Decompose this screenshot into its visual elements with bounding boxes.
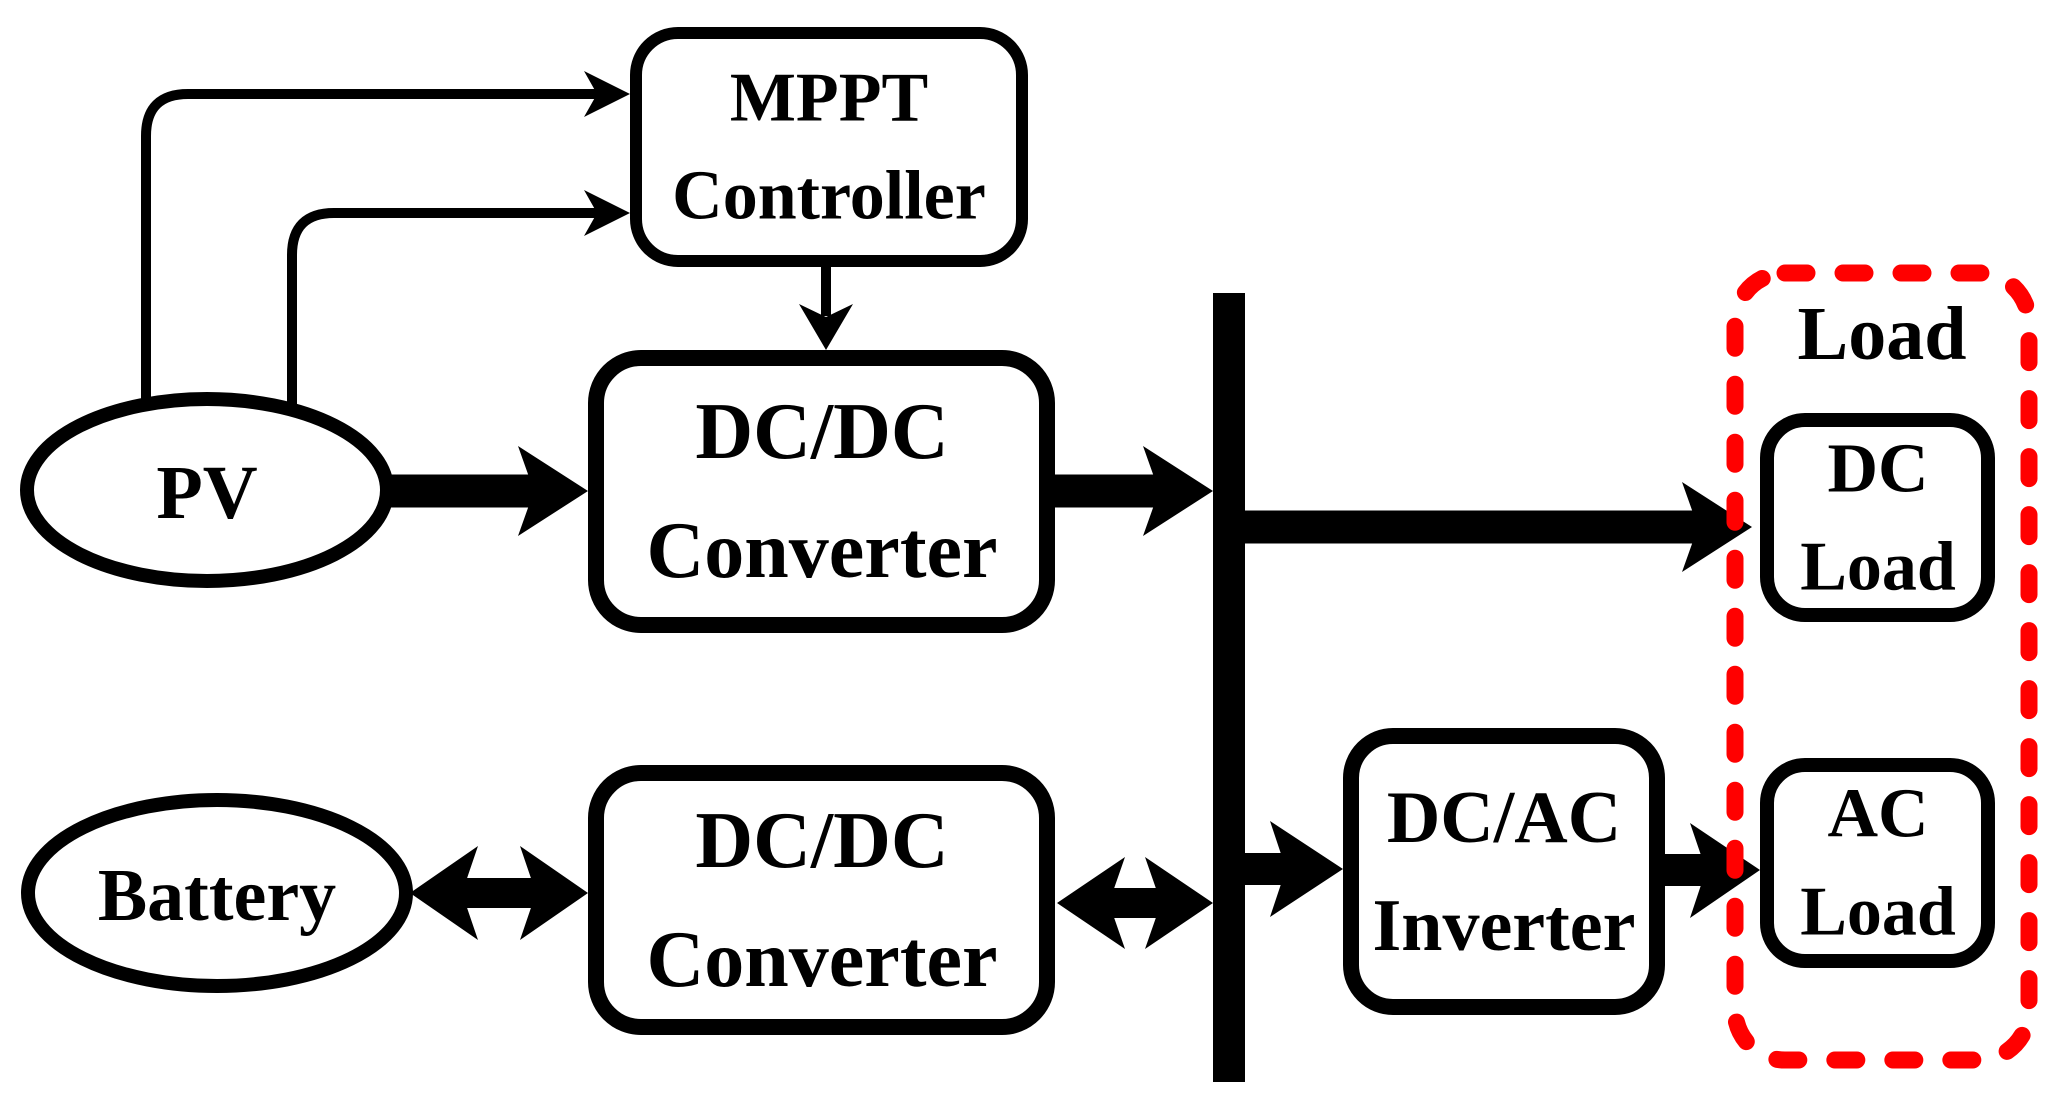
dcac-inverter-node: DC/AC Inverter xyxy=(1343,728,1665,1015)
arrow-shaft xyxy=(1665,854,1706,886)
pv-dcdc-converter-label-line1: DC/DC xyxy=(695,388,948,476)
pv-dcdc-converter-label-line2: Converter xyxy=(647,507,998,595)
arrowhead-icon xyxy=(584,71,630,117)
arrow-inverter-to-ac-load xyxy=(1665,823,1760,918)
arrowhead-icon xyxy=(799,304,853,350)
dc-bus-bar xyxy=(1213,293,1245,1082)
battery-label: Battery xyxy=(98,855,336,937)
battery-dcdc-converter-label-line2: Converter xyxy=(647,916,998,1004)
pv-ellipse xyxy=(20,392,394,588)
arrowhead-icon xyxy=(1690,823,1760,918)
pv-node: PV xyxy=(20,392,394,588)
ac-load-node: AC Load xyxy=(1760,758,1995,968)
arrowhead-icon xyxy=(410,846,478,940)
arrowhead-icon xyxy=(1057,857,1125,949)
arrow-dcdc-to-bus xyxy=(1055,446,1213,536)
arrowhead-icon xyxy=(1270,821,1343,917)
arrowhead-icon xyxy=(518,446,588,536)
battery-dcdc-converter-box xyxy=(588,765,1055,1035)
ac-load-box xyxy=(1760,758,1995,968)
arrow-pv-to-dcdc xyxy=(388,446,588,536)
dc-load-box xyxy=(1760,413,1995,622)
dcac-inverter-label-line1: DC/AC xyxy=(1387,777,1621,859)
arrow-battery-dcdc-bidirectional xyxy=(410,846,588,940)
load-group-outline xyxy=(1726,264,2038,1069)
mppt-controller-box xyxy=(630,27,1028,267)
pv-dcdc-converter-box xyxy=(588,350,1055,633)
arrowhead-icon xyxy=(1682,482,1752,572)
mppt-controller-label-line1: MPPT xyxy=(730,60,928,137)
arrowhead-icon xyxy=(520,846,588,940)
arrow-shaft xyxy=(1245,510,1700,544)
mppt-controller-node: MPPT Controller xyxy=(630,27,1028,267)
battery-node: Battery xyxy=(21,793,413,993)
ac-load-label-line2: Load xyxy=(1800,874,1956,951)
mppt-control-arrow xyxy=(799,261,853,350)
arrow-shaft xyxy=(1245,853,1288,885)
battery-ellipse xyxy=(21,793,413,993)
pv-sense-line-2 xyxy=(287,190,630,404)
arrow-bus-to-inverter xyxy=(1245,821,1343,917)
mppt-controller-label-line2: Controller xyxy=(672,158,986,235)
dc-load-label-line2: Load xyxy=(1800,529,1956,606)
arrow-shaft xyxy=(1055,474,1167,508)
pv-dcdc-converter-node: DC/DC Converter xyxy=(588,350,1055,633)
battery-dcdc-converter-node: DC/DC Converter xyxy=(588,765,1055,1035)
arrow-bus-to-dc-load xyxy=(1245,482,1752,572)
pv-sense-line-2-path xyxy=(287,208,598,404)
pv-sense-line-1-path xyxy=(141,89,598,399)
battery-dcdc-converter-label-line1: DC/DC xyxy=(695,797,948,885)
ac-load-label-line1: AC xyxy=(1827,776,1928,853)
pv-sense-line-1 xyxy=(141,71,630,399)
arrow-shaft xyxy=(455,878,543,908)
load-group: Load xyxy=(1726,264,2038,1069)
arrow-shaft xyxy=(388,474,542,508)
dcac-inverter-label-line2: Inverter xyxy=(1373,885,1636,967)
arrowhead-icon xyxy=(1145,857,1213,949)
dcac-inverter-box xyxy=(1343,728,1665,1015)
arrowhead-icon xyxy=(1143,446,1213,536)
pv-label: PV xyxy=(156,451,257,535)
dc-load-node: DC Load xyxy=(1760,413,1995,622)
arrowhead-icon xyxy=(584,190,630,236)
arrow-dcdc-bus-bidirectional xyxy=(1057,857,1213,949)
dc-load-label-line1: DC xyxy=(1827,431,1928,508)
load-group-label: Load xyxy=(1798,292,1967,376)
